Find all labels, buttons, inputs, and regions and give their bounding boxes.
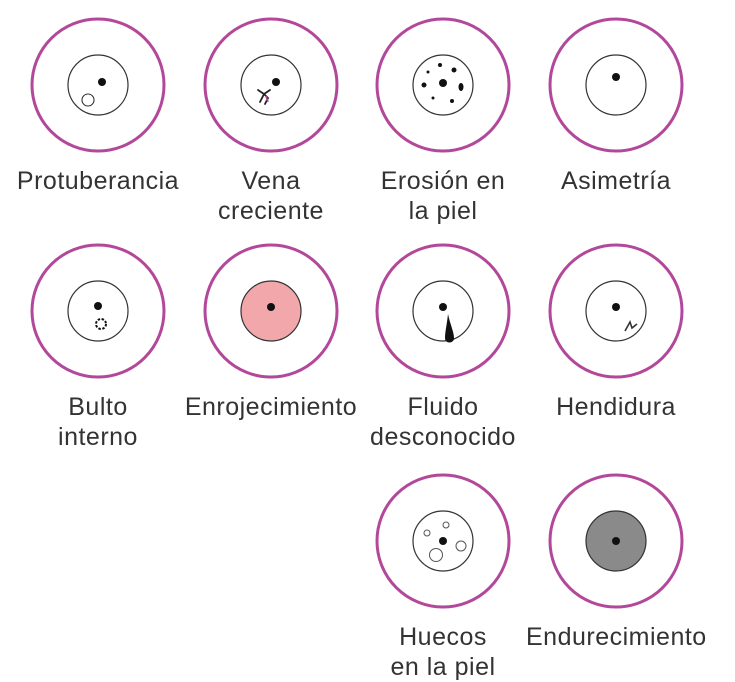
- sign-label: Huecos en la piel: [390, 623, 496, 681]
- sign-protuberancia: Protuberancia: [8, 10, 188, 196]
- asymmetry-icon: [548, 17, 684, 153]
- sign-label: Hendidura: [556, 393, 676, 421]
- sign-label: Endurecimiento: [526, 623, 707, 651]
- skin-holes-icon: [375, 473, 511, 609]
- hardening-icon: [548, 473, 684, 609]
- sign-label: Fluido desconocido: [370, 393, 516, 451]
- sign-label: Erosión en la piel: [380, 167, 506, 225]
- fluid-icon: [375, 243, 511, 379]
- skin-erosion-icon: [375, 17, 511, 153]
- sign-vena-creciente: Vena creciente: [181, 10, 361, 226]
- vein-icon: [203, 17, 339, 153]
- sign-asimetria: Asimetría: [526, 10, 706, 196]
- sign-erosion-piel: Erosión en la piel: [353, 10, 533, 226]
- internal-lump-icon: [30, 243, 166, 379]
- sign-label: Bulto interno: [58, 393, 138, 451]
- sign-huecos-piel: Huecos en la piel: [353, 466, 533, 682]
- sign-endurecimiento: Endurecimiento: [526, 466, 706, 652]
- bump-icon: [30, 17, 166, 153]
- sign-enrojecimiento: Enrojecimiento: [181, 236, 361, 422]
- sign-label: Vena creciente: [218, 167, 324, 225]
- sign-bulto-interno: Bulto interno: [8, 236, 188, 452]
- sign-label: Asimetría: [560, 167, 672, 195]
- sign-fluido-desconocido: Fluido desconocido: [353, 236, 533, 452]
- sign-label: Protuberancia: [16, 167, 180, 195]
- sign-label: Enrojecimiento: [184, 393, 358, 421]
- redness-icon: [203, 243, 339, 379]
- dimple-icon: [548, 243, 684, 379]
- sign-hendidura: Hendidura: [526, 236, 706, 422]
